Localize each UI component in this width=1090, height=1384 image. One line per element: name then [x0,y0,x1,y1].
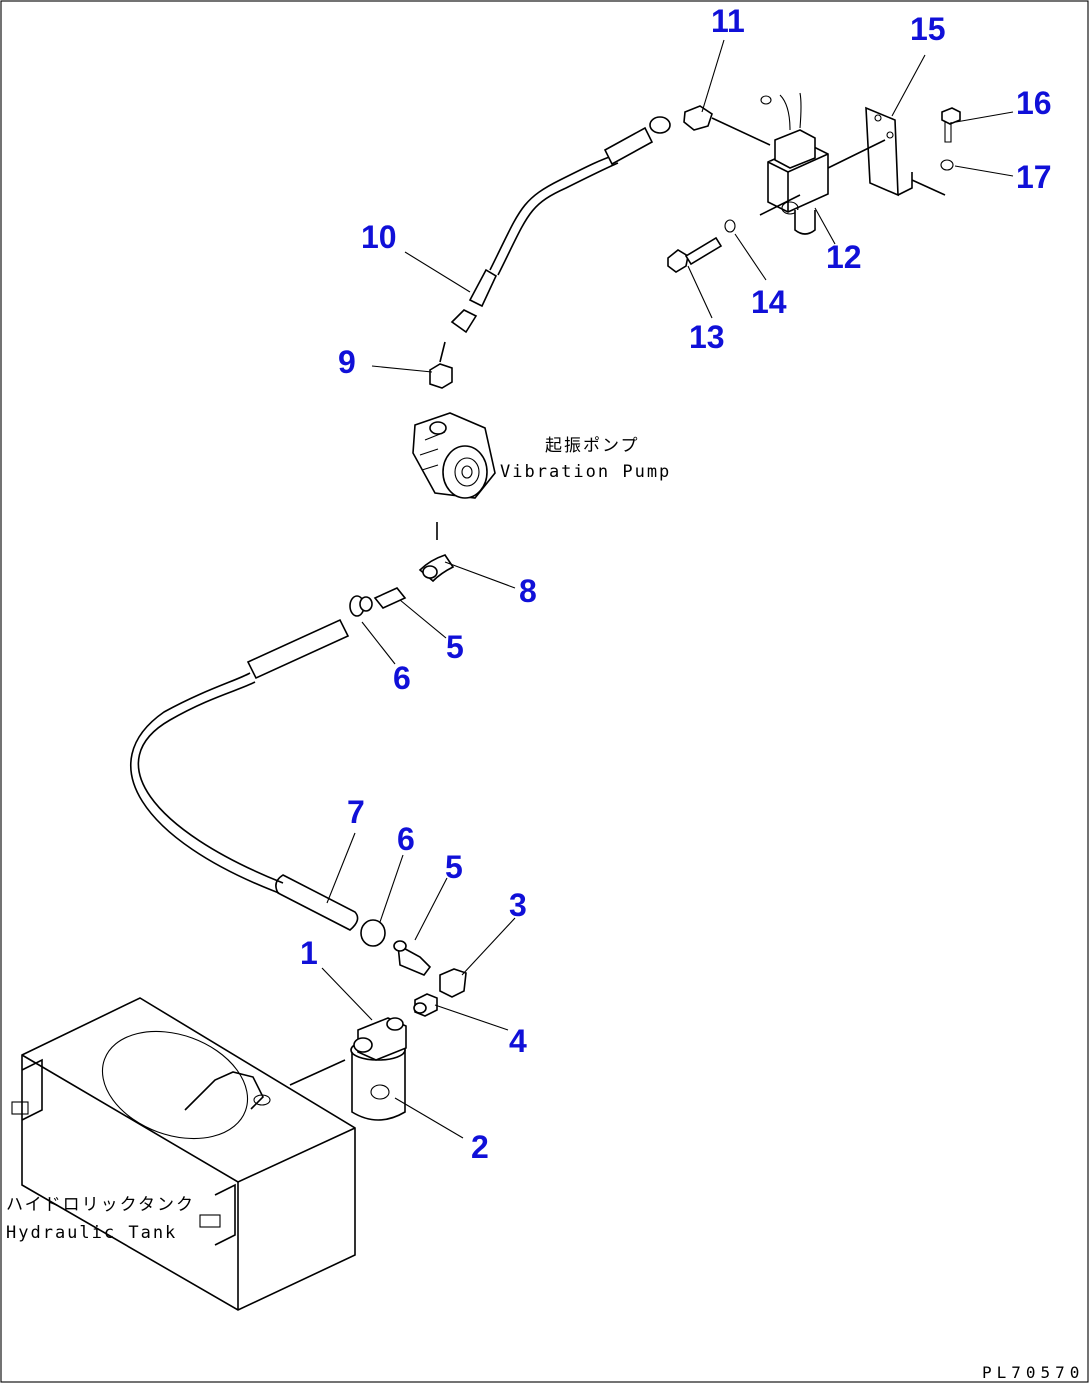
pump-label-japanese: 起振ポンプ [545,436,640,456]
callout-4: 4 [509,1023,527,1059]
callout-5-lower: 5 [445,849,463,885]
tank-label-english: Hydraulic Tank [6,1223,177,1243]
upper-fittings [429,105,713,389]
suction-filter [350,1017,407,1121]
callout-2: 2 [471,1129,489,1165]
hydraulic-tank [11,997,356,1311]
leader-lines [321,39,1014,1139]
suction-hose [129,522,455,894]
lower-fittings [275,874,467,1017]
callout-10: 10 [361,219,397,255]
callout-17: 17 [1016,159,1052,195]
callout-numbers: 1 2 3 4 5 5 6 6 7 8 9 10 11 12 13 14 15 … [300,3,1052,1165]
bolt-washer [667,219,736,273]
callout-6-lower: 6 [397,821,415,857]
callout-3: 3 [509,887,527,923]
solenoid-valve [711,92,829,235]
callout-8: 8 [519,573,537,609]
vibration-pump [412,412,496,499]
callout-11: 11 [711,3,745,39]
tank-label-japanese: ハイドロリックタンク [6,1195,195,1215]
callout-16: 16 [1016,85,1052,121]
callout-1: 1 [300,935,318,971]
callout-15: 15 [910,11,946,47]
callout-13: 13 [689,319,725,355]
pump-label-english: Vibration Pump [500,462,671,482]
bracket [759,106,961,216]
callout-5-upper: 5 [446,629,464,665]
callout-9: 9 [338,344,356,380]
callout-6-upper: 6 [393,660,411,696]
callout-14: 14 [751,284,787,320]
callout-7: 7 [347,794,365,830]
drawing-reference: PL70570 [982,1363,1084,1382]
callout-12: 12 [826,239,862,275]
component-labels: 起振ポンプ Vibration Pump ハイドロリックタンク Hydrauli… [6,436,1084,1382]
